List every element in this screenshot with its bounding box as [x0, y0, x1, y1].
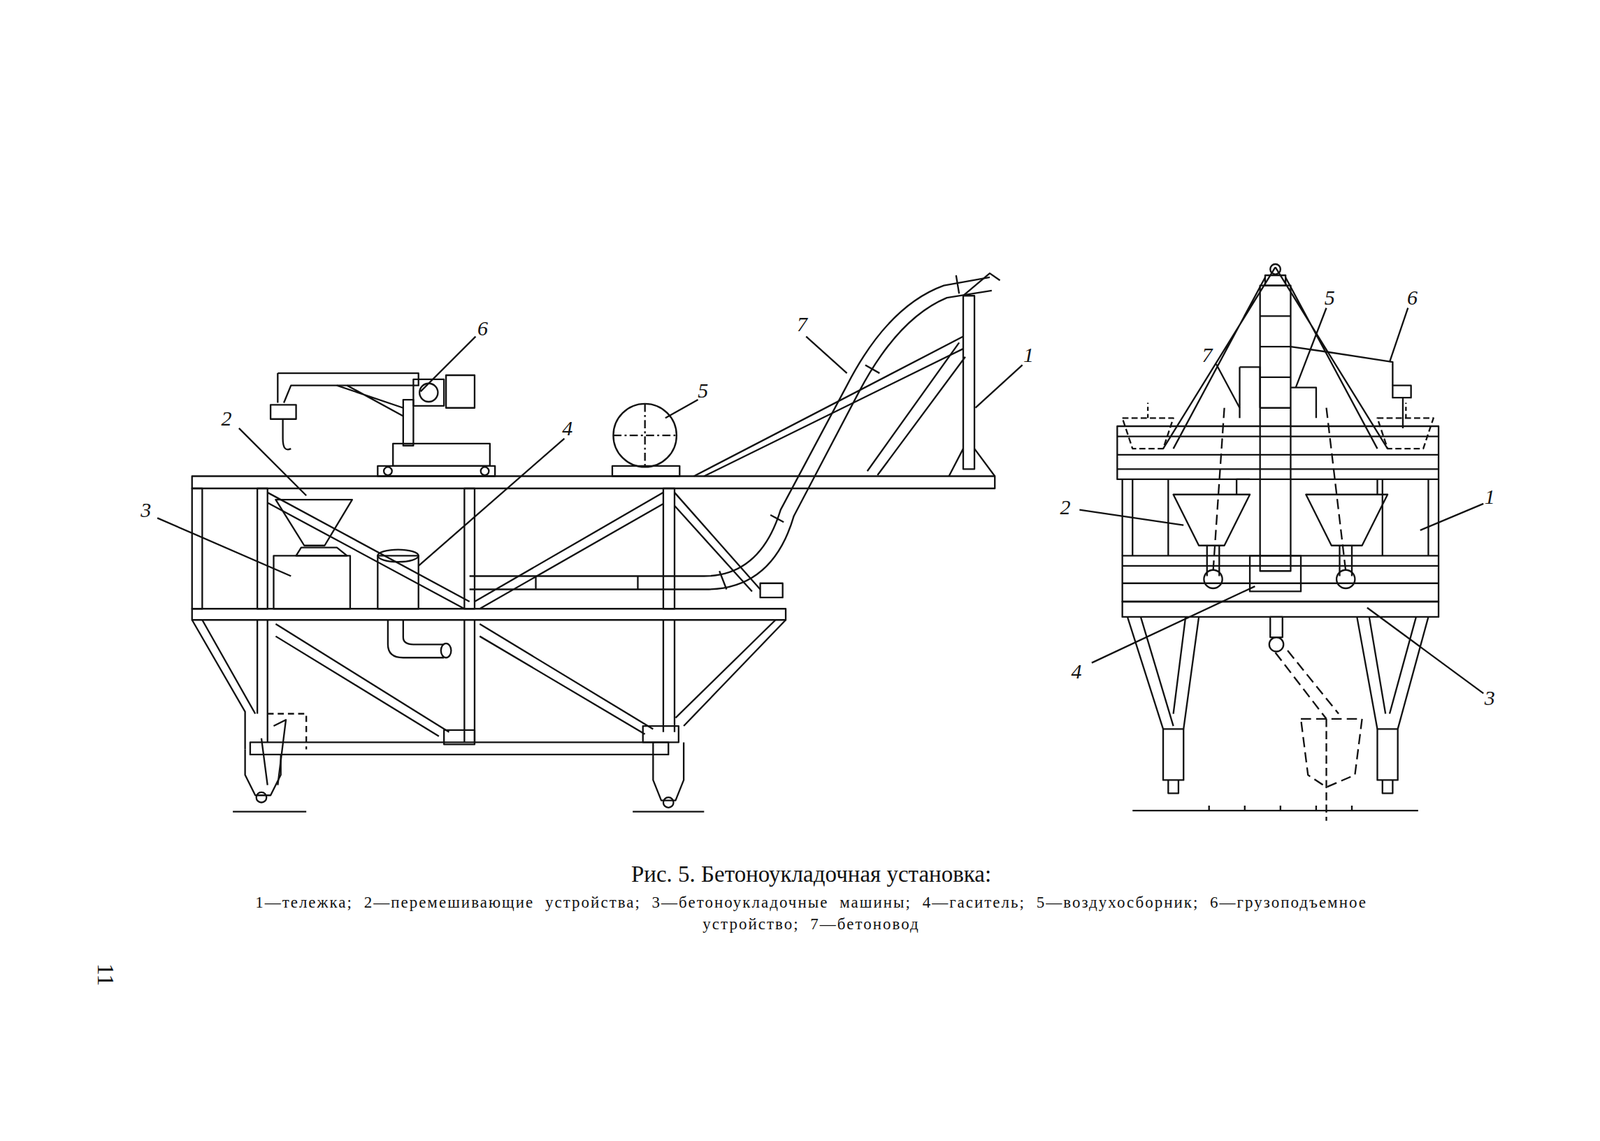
callout-number: 1 — [1023, 344, 1034, 366]
callout-number: 3 — [140, 499, 151, 521]
callout-number: 6 — [1407, 287, 1418, 309]
legend-key-text: 1—тележка; 2—перемешивающие устройства; … — [242, 891, 1381, 936]
figure-caption: Рис. 5. Бетоноукладочная установка: — [631, 863, 992, 887]
page-number: 11 — [93, 963, 118, 987]
callout-number: 4 — [561, 417, 573, 439]
callout-number: 7 — [1201, 344, 1213, 366]
callout-number: 2 — [1060, 496, 1071, 518]
callout-number: 1 — [1484, 486, 1496, 508]
callout-number: 2 — [221, 408, 233, 430]
callout-number: 5 — [697, 380, 709, 402]
callout-number: 3 — [1484, 687, 1496, 709]
callout-number: 7 — [796, 313, 808, 335]
callout-number: 4 — [1071, 661, 1083, 683]
callout-number: 6 — [477, 318, 488, 340]
callout-number: 5 — [1324, 287, 1336, 309]
